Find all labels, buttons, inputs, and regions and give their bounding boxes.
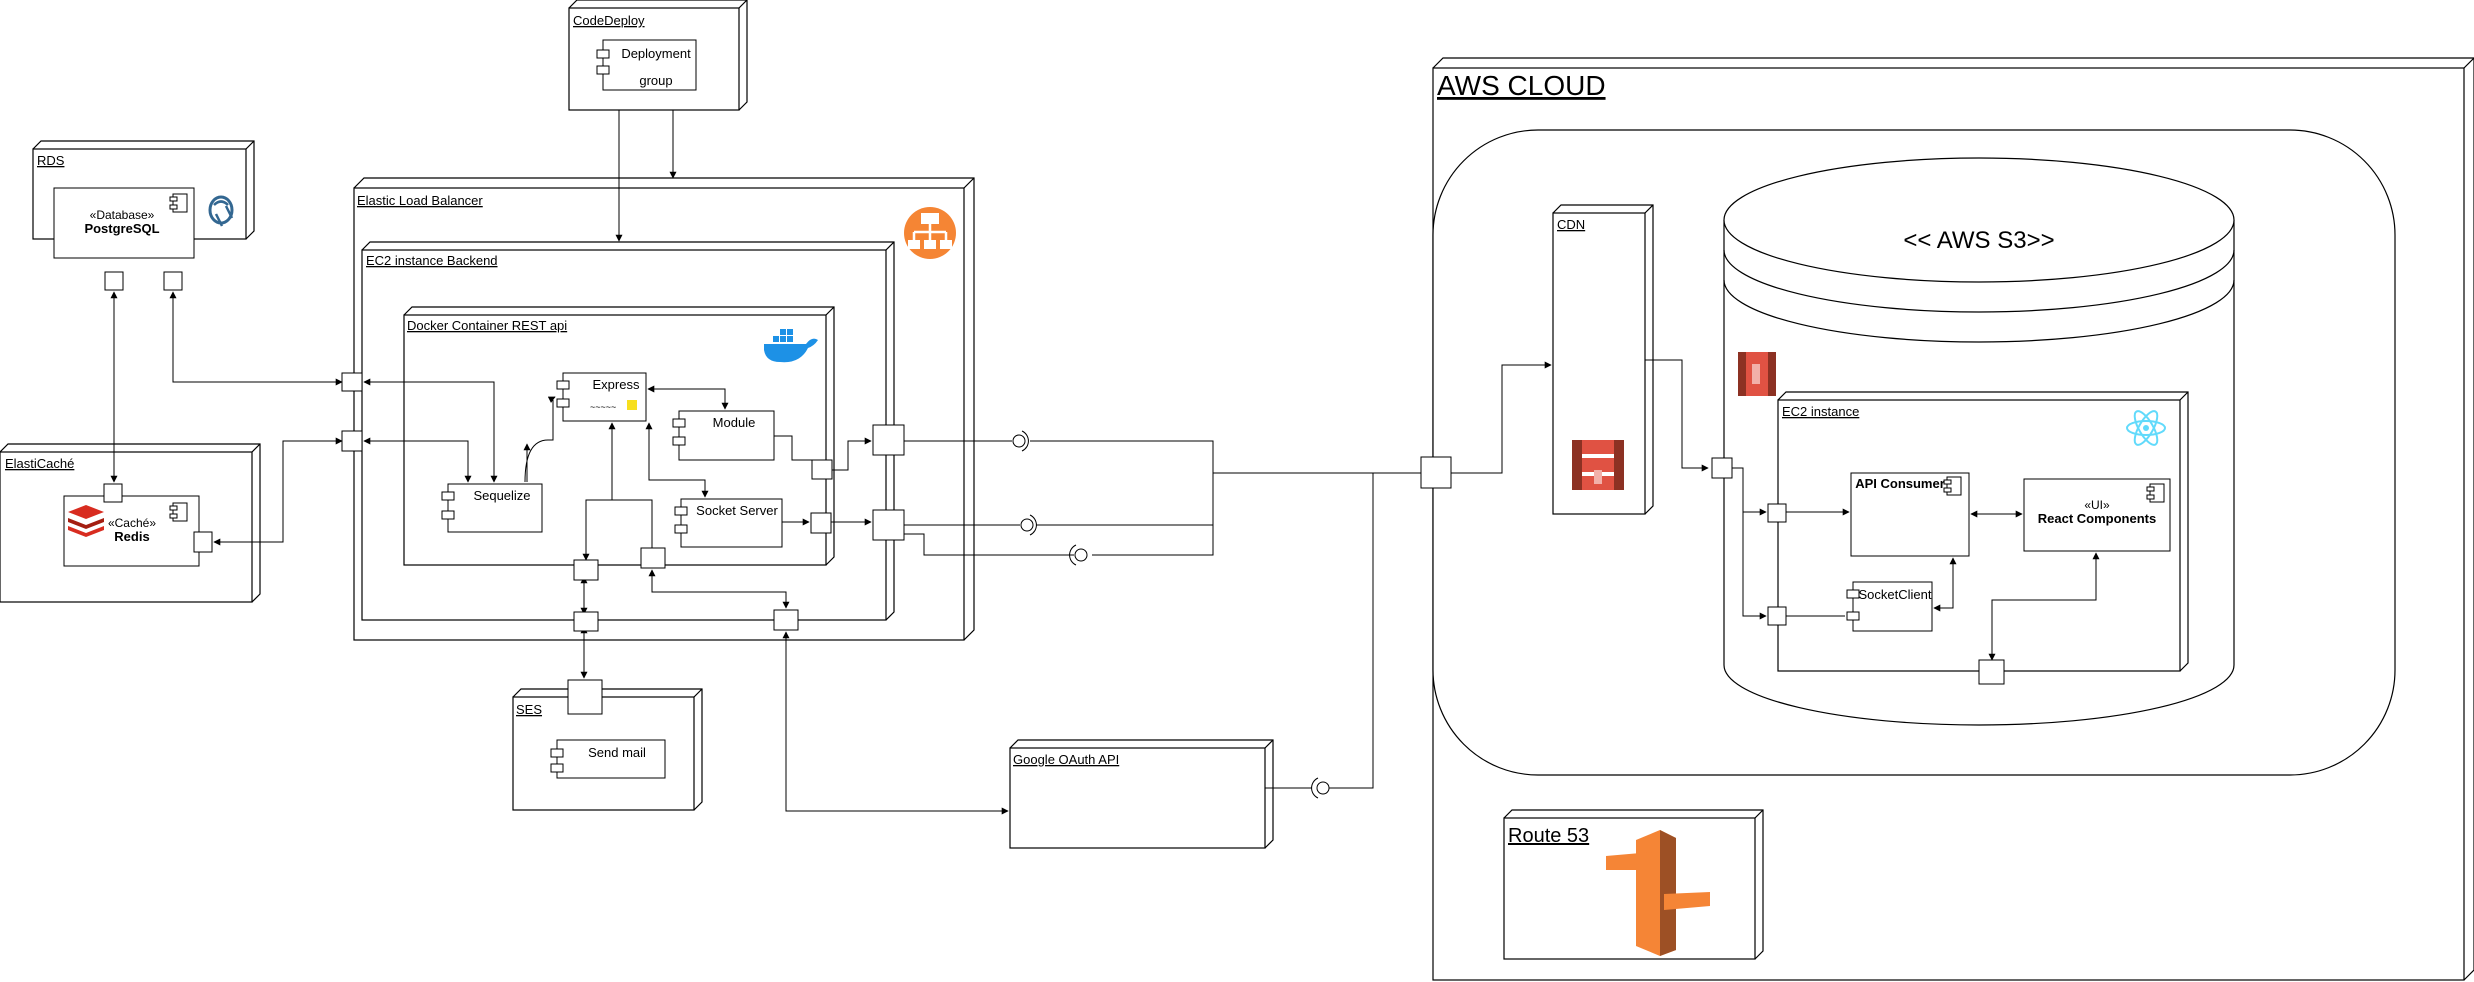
ec2-frontend-label: EC2 instance (1782, 404, 1859, 419)
ec2-port-right-2[interactable] (872, 509, 905, 541)
codedeploy-label: CodeDeploy (573, 13, 645, 28)
cache-stereotype: «Caché» (108, 516, 156, 530)
cache-port-right[interactable] (193, 531, 213, 553)
redis-label: Redis (114, 529, 149, 544)
ses-label: SES (516, 702, 542, 717)
rds-port-2[interactable] (163, 271, 183, 291)
google-oauth-label: Google OAuth API (1013, 752, 1119, 767)
docker-port-right-2[interactable] (810, 512, 832, 534)
module-component[interactable]: Module (672, 410, 775, 461)
route53-label: Route 53 (1508, 825, 1589, 847)
elb-port-left-2[interactable] (341, 430, 363, 452)
aws-s3-icon (1572, 440, 1624, 490)
send-mail-label: Send mail (588, 745, 646, 760)
ec2-frontend-bottom-port[interactable] (1978, 659, 2005, 685)
ses-port[interactable] (567, 679, 603, 715)
socket-server-label: Socket Server (696, 503, 778, 518)
cdn-label: CDN (1557, 217, 1585, 232)
rds-label: RDS (37, 153, 65, 168)
postgresql-component[interactable]: «Database» PostgreSQL (53, 187, 195, 259)
database-stereotype: «Database» (90, 208, 155, 222)
postgresql-icon (208, 195, 234, 227)
api-consumer-label: API Consumer (1855, 476, 1945, 491)
route53-node[interactable]: Route 53 (1503, 809, 1764, 960)
route53-icon (1606, 830, 1710, 956)
docker-icon (764, 329, 818, 363)
aws-s3-icon (1738, 352, 1776, 396)
express-component[interactable]: Express ~~~~~ (556, 372, 647, 422)
send-mail-component[interactable]: Send mail (550, 739, 666, 779)
deployment-group-component[interactable]: Deployment group (596, 39, 697, 91)
ports (341, 372, 2005, 685)
aws-cloud-port[interactable] (1420, 456, 1452, 489)
rds-port-1[interactable] (104, 271, 124, 291)
cache-port-top[interactable] (103, 483, 123, 503)
react-icon (2126, 410, 2166, 446)
postgresql-label: PostgreSQL (84, 221, 159, 236)
api-consumer-component[interactable]: API Consumer (1850, 472, 1970, 557)
sequelize-component[interactable]: Sequelize (441, 483, 543, 533)
s3-label: << AWS S3>> (1903, 227, 2054, 254)
ec2-port-right-1[interactable] (872, 424, 905, 456)
docker-port-right-1[interactable] (811, 459, 833, 480)
ec2-port-bottom-1[interactable] (573, 611, 599, 632)
socket-server-component[interactable]: Socket Server (674, 498, 783, 548)
ec2-port-bottom-2[interactable] (773, 609, 799, 631)
codedeploy-node[interactable]: CodeDeploy Deployment group (568, 0, 748, 111)
docker-port-bottom-1[interactable] (573, 559, 599, 581)
ec2-frontend-inner-port-2[interactable] (1767, 606, 1787, 626)
module-label: Module (713, 415, 756, 430)
deployment-label-line1: Deployment (621, 46, 691, 61)
ui-stereotype: «UI» (2084, 498, 2110, 512)
express-label: Express (593, 377, 640, 392)
rds-node[interactable]: RDS «Database» PostgreSQL (32, 140, 255, 291)
connectors (110, 110, 2100, 815)
react-components-component[interactable]: «UI» React Components (2023, 478, 2171, 552)
react-components-label: React Components (2038, 511, 2156, 526)
cdn-node[interactable]: CDN (1552, 204, 1654, 515)
socket-client-label: SocketClient (1859, 587, 1932, 602)
ec2-frontend-inner-port-1[interactable] (1767, 503, 1787, 523)
ec2-backend-label: EC2 instance Backend (366, 253, 498, 268)
elasticache-node[interactable]: ElastiCaché «Caché» Redis (0, 443, 261, 603)
deployment-label-line2: group (639, 73, 672, 88)
google-oauth-node[interactable]: Google OAuth API (1009, 739, 1274, 849)
javascript-icon (627, 400, 637, 410)
socket-client-component[interactable]: SocketClient (1846, 581, 1933, 632)
ec2-frontend-port[interactable] (1711, 457, 1733, 479)
elasticache-label: ElastiCaché (5, 456, 74, 471)
aws-cloud-label: AWS CLOUD (1437, 70, 1606, 101)
load-balancer-icon (904, 207, 956, 259)
ses-node[interactable]: SES Send mail (512, 679, 703, 811)
elb-port-left-1[interactable] (341, 372, 363, 392)
sequelize-label: Sequelize (473, 488, 530, 503)
redis-icon (68, 505, 104, 537)
elb-label: Elastic Load Balancer (357, 193, 483, 208)
docker-port-bottom-2[interactable] (640, 547, 666, 569)
express-js-text: ~~~~~ (590, 402, 616, 412)
docker-label: Docker Container REST api (407, 318, 567, 333)
